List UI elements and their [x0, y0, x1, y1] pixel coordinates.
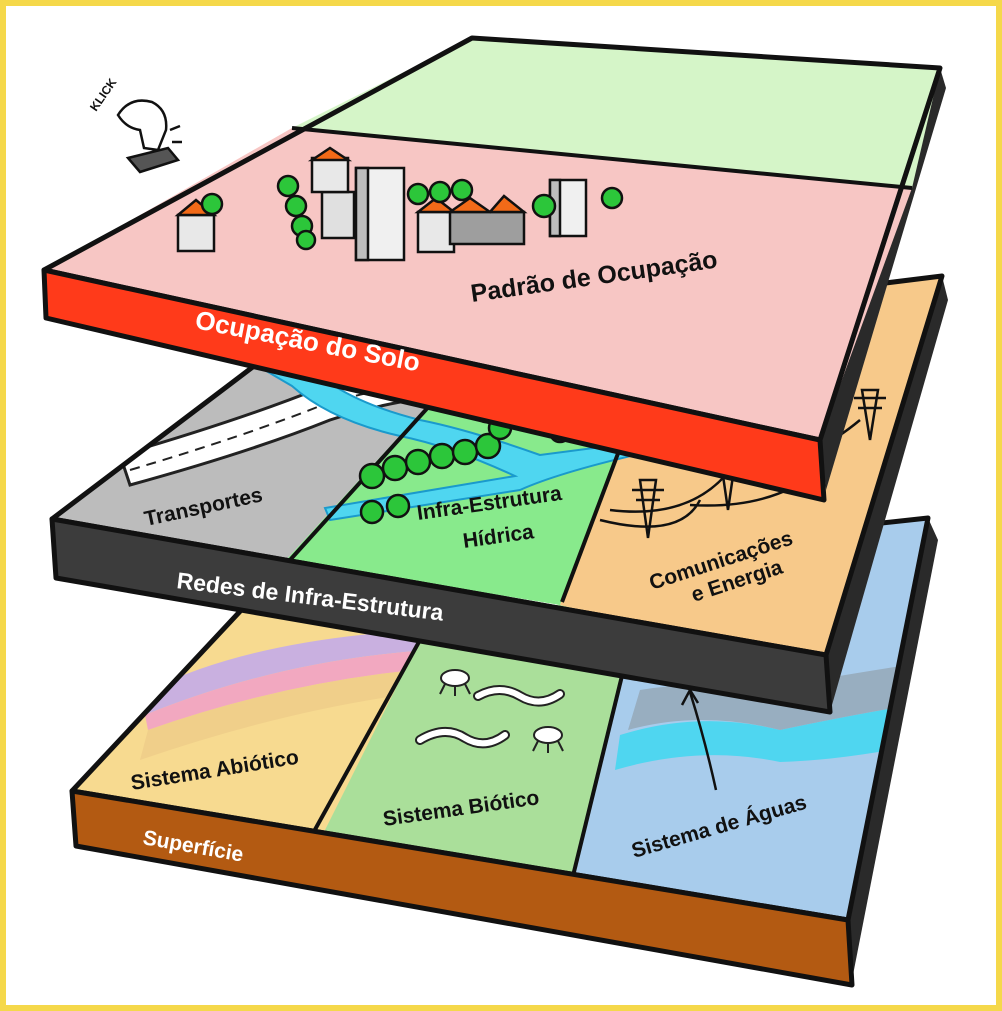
- strata-tan: [140, 668, 442, 760]
- worm-icon-fill: [417, 687, 563, 747]
- top-layer-surface: [44, 128, 912, 440]
- strata-pink: [145, 650, 436, 730]
- biotic-zone: [300, 595, 640, 900]
- middle-layer-band: [49, 516, 833, 715]
- top-layer-far-zone: [292, 38, 940, 188]
- top-layer-band: [41, 267, 827, 503]
- tree-icon-group-top: [200, 174, 624, 251]
- click-word: KLICK: [87, 75, 120, 113]
- bottom-layer-side-face: [848, 518, 938, 980]
- bug-icon: [439, 669, 564, 753]
- top-layer: [41, 35, 946, 503]
- waters-river: [615, 700, 928, 770]
- strata-purple: [145, 630, 430, 715]
- bottom-layer-band: [69, 788, 855, 988]
- hand-click-icon[interactable]: [116, 99, 182, 174]
- middle-layer-side-face: [826, 276, 948, 712]
